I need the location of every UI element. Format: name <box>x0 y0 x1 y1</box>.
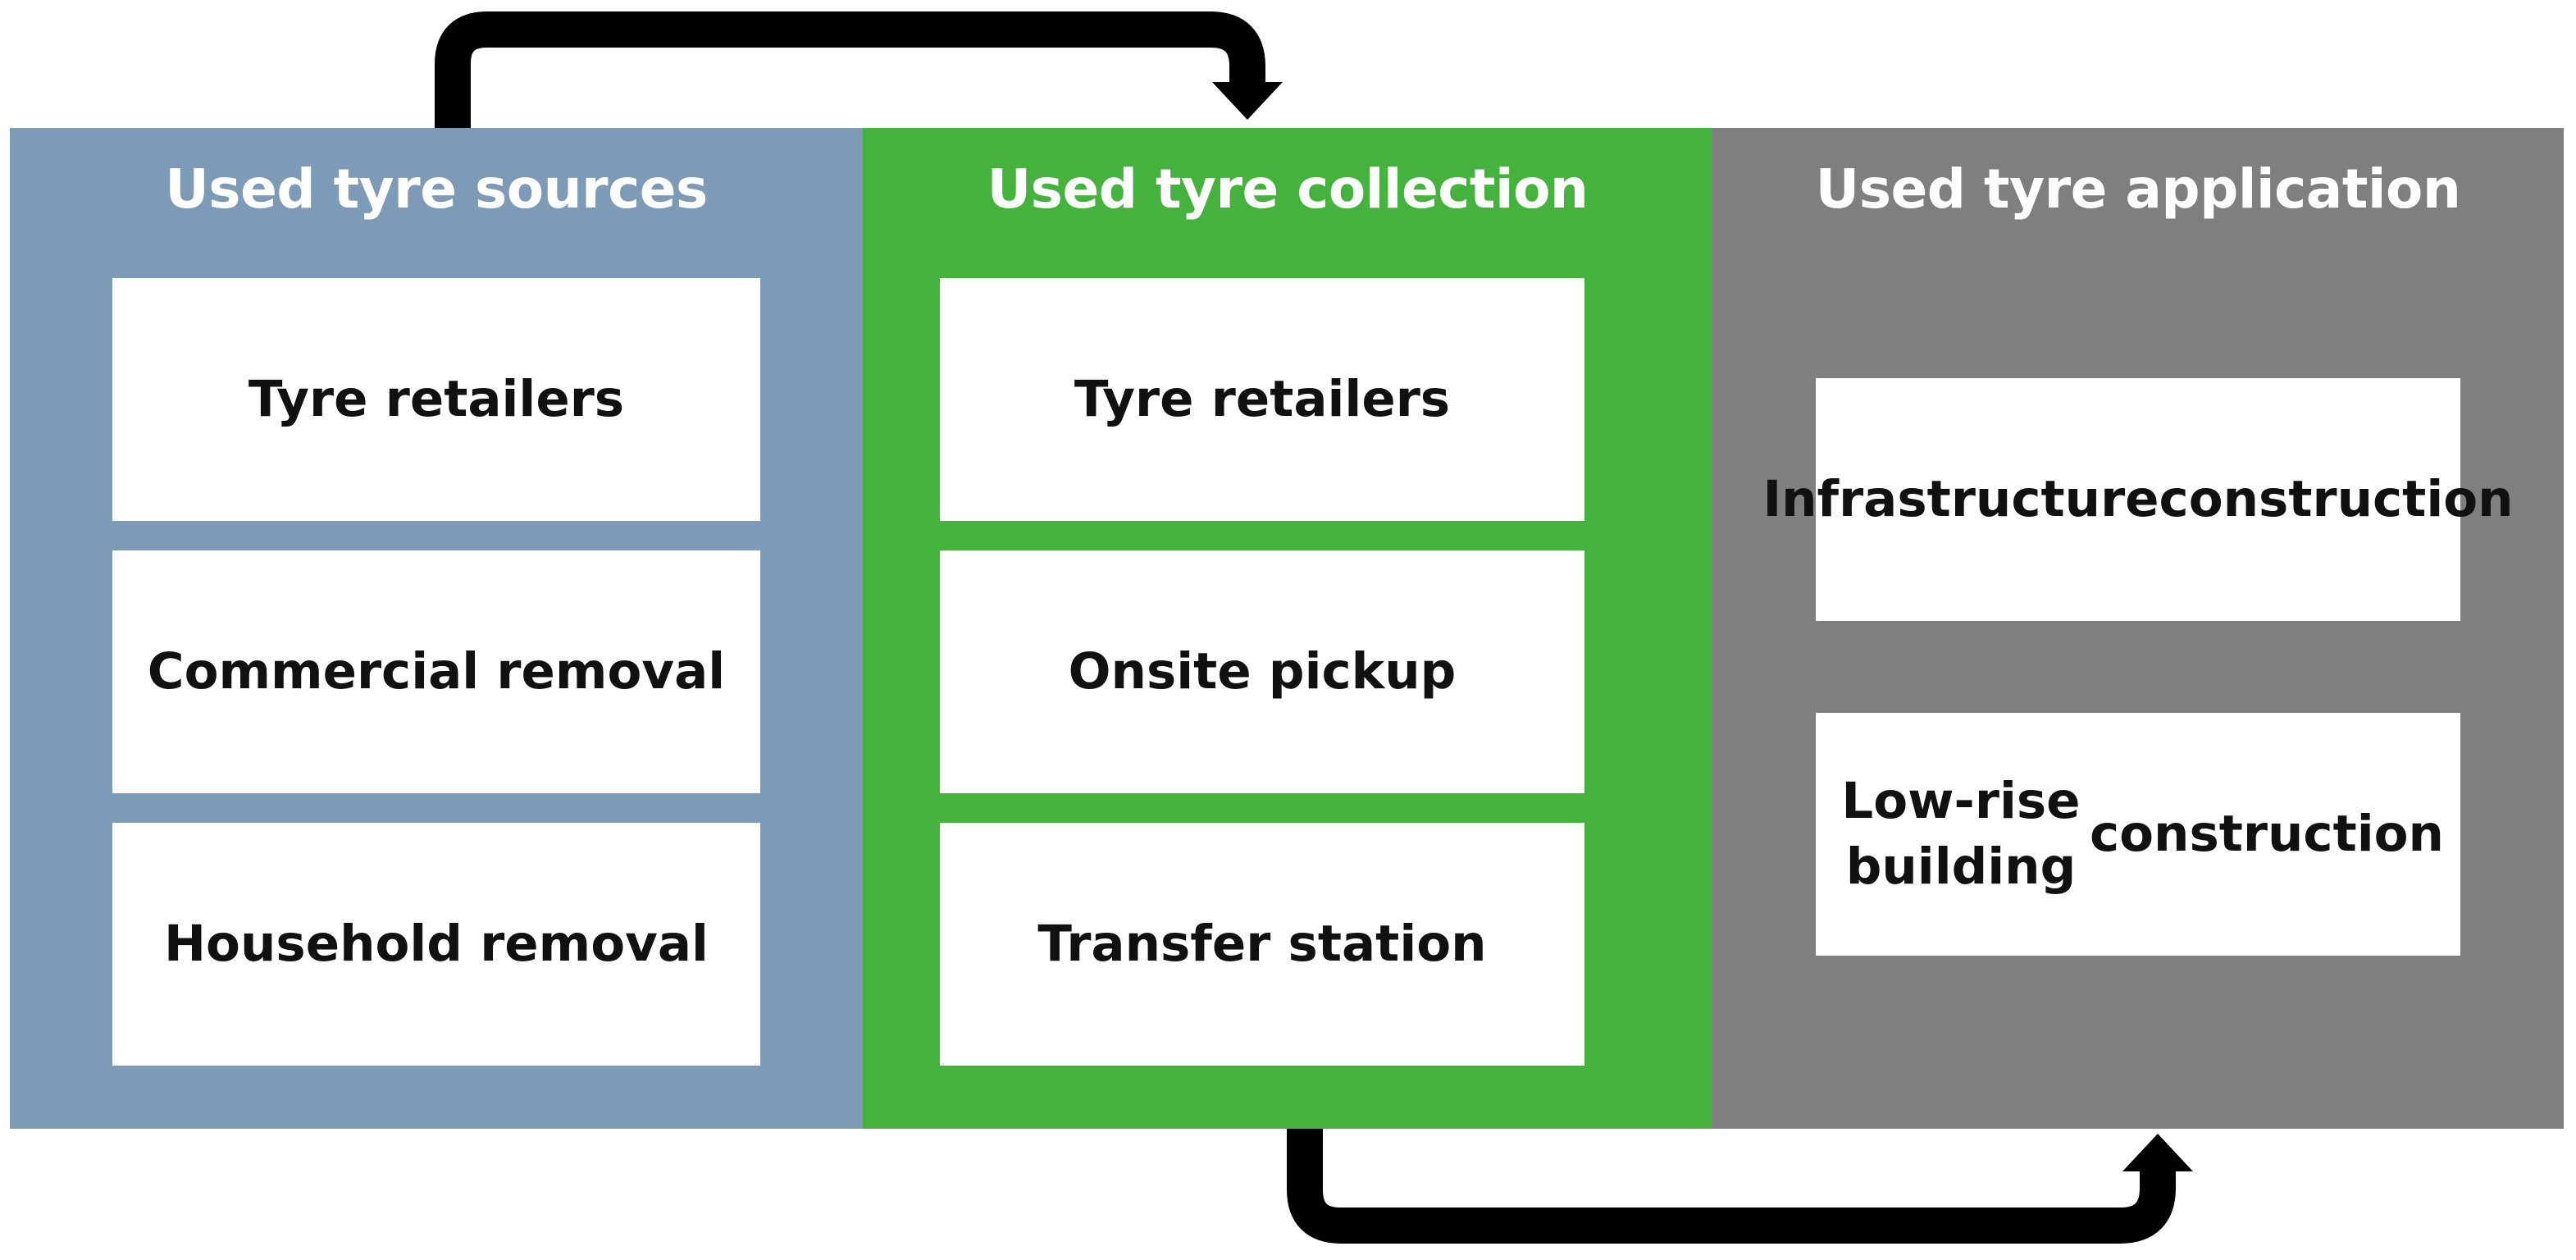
sources-to-collection-arrowhead <box>1212 82 1283 120</box>
collection-column: Used tyre collection Tyre retailers Onsi… <box>863 128 1712 1129</box>
collection-to-application-arrowhead <box>2122 1134 2193 1171</box>
sources-item-tyre-retailers: Tyre retailers <box>112 278 760 521</box>
sources-to-collection-arrow <box>435 11 1265 128</box>
collection-item-onsite-pickup: Onsite pickup <box>940 550 1584 793</box>
application-item-line1: Low-rise building <box>1841 772 2081 896</box>
application-item-line2: construction <box>2089 805 2444 863</box>
sources-column: Used tyre sources Tyre retailers Commerc… <box>10 128 863 1129</box>
collection-item-tyre-retailers: Tyre retailers <box>940 278 1584 521</box>
collection-to-application-arrow <box>1287 1129 2176 1244</box>
collection-column-title: Used tyre collection <box>987 158 1589 221</box>
application-column-title: Used tyre application <box>1815 158 2461 221</box>
sources-column-title: Used tyre sources <box>165 158 708 221</box>
application-item-low-rise-building-construction: Low-rise building construction <box>1816 713 2460 956</box>
collection-item-transfer-station: Transfer station <box>940 823 1584 1066</box>
sources-item-commercial-removal: Commercial removal <box>112 550 760 793</box>
application-item-line1: Infrastructure <box>1762 470 2159 528</box>
sources-item-household-removal: Household removal <box>112 823 760 1066</box>
application-column: Used tyre application Infrastructure con… <box>1712 128 2564 1129</box>
application-item-infrastructure-construction: Infrastructure construction <box>1762 378 2514 621</box>
application-item-line2: construction <box>2159 470 2514 528</box>
